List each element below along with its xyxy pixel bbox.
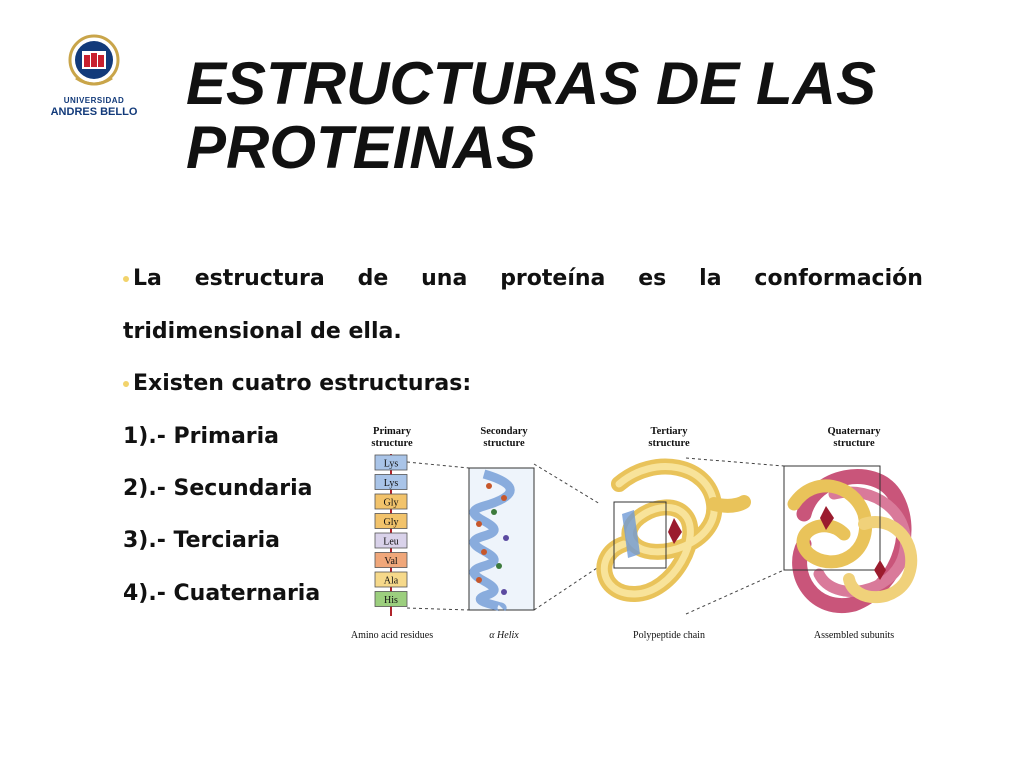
header-tertiary-line-1: Tertiary (651, 426, 689, 437)
header-quaternary-line-1: Quaternary (827, 426, 881, 437)
residue-label: Gly (384, 498, 399, 509)
paragraph-1-line-1: La estructura de una proteína es la conf… (123, 266, 923, 291)
header-primary-line-1: Primary (373, 426, 412, 437)
paragraph-1-word-text: La (133, 266, 162, 291)
university-logo: UNIVERSIDAD ANDRES BELLO (48, 34, 140, 124)
title-line-1: ESTRUCTURAS DE LAS (186, 50, 877, 117)
university-crest-icon (68, 34, 120, 86)
quaternary-highlight-box (783, 465, 881, 571)
residue-box (374, 591, 408, 607)
caption-polypeptide-chain: Polypeptide chain (633, 630, 705, 641)
caption-alpha-helix: α Helix (489, 630, 519, 641)
paragraph-2: Existen cuatro estructuras: (123, 371, 923, 396)
alpha-helix-ribbon (469, 469, 515, 613)
header-primary-line-2: structure (371, 438, 413, 449)
bullet-icon (123, 276, 129, 282)
residue-box (374, 532, 408, 549)
paragraph-1-word: es (638, 266, 667, 291)
residue-box (374, 474, 408, 490)
list-item: 4).- Cuaternaria (123, 581, 321, 606)
residue-box (374, 493, 408, 510)
quaternary-heme-icon (874, 560, 886, 580)
page-title: ESTRUCTURAS DE LAS PROTEINAS (186, 52, 966, 180)
paragraph-1-line-2: tridimensional de ella. (123, 319, 402, 344)
caption-amino-acid-residues: Amino acid residues (351, 630, 433, 641)
protein-structure-figure: Primary structure Secondary structure Te… (334, 414, 934, 650)
residue-label: Gly (384, 517, 399, 528)
connector-line (533, 565, 601, 611)
connector-line (685, 457, 785, 467)
header-secondary-line-2: structure (483, 438, 525, 449)
residue-label: Leu (383, 537, 399, 548)
tertiary-helix-segment (622, 510, 640, 558)
paragraph-1-word: estructura (194, 266, 325, 291)
residue-label: Lys (384, 459, 399, 470)
list-item: 2).- Secundaria (123, 476, 313, 501)
tertiary-fold (596, 458, 751, 603)
paragraph-2-text: Existen cuatro estructuras: (133, 371, 472, 396)
quaternary-heme-icon (820, 506, 834, 530)
connector-line (406, 607, 470, 611)
bullet-icon (123, 381, 129, 387)
helix-atoms (476, 483, 509, 595)
header-tertiary-line-2: structure (648, 438, 690, 449)
residue-box (374, 571, 408, 588)
list-item: 1).- Primaria (123, 424, 280, 449)
logo-text-andres-bello: ANDRES BELLO (50, 106, 138, 118)
residue-label: Ala (384, 576, 399, 587)
connector-line (685, 569, 785, 615)
residue-label: Lys (384, 478, 399, 489)
protein-structure-illustration: Primary structure Secondary structure Te… (351, 426, 918, 641)
caption-assembled-subunits: Assembled subunits (814, 630, 894, 641)
residue-label: His (384, 595, 398, 606)
residue-box (374, 552, 408, 568)
paragraph-1-word: una (421, 266, 468, 291)
tertiary-heme-icon (668, 518, 682, 544)
paragraph-1-word: la (699, 266, 722, 291)
logo-text-universidad: UNIVERSIDAD (63, 96, 125, 105)
tertiary-highlight-box (613, 501, 667, 569)
header-secondary-line-1: Secondary (480, 426, 528, 437)
connector-line (406, 461, 470, 469)
header-quaternary-line-2: structure (833, 438, 875, 449)
quaternary-assembly (787, 469, 918, 613)
residue-label: Val (384, 556, 398, 567)
connector-line (533, 463, 601, 505)
paragraph-1-word: La (123, 266, 162, 291)
residue-box (374, 513, 408, 529)
paragraph-1-word: proteína (500, 266, 606, 291)
title-line-2: PROTEINAS (186, 114, 537, 181)
list-item: 3).- Terciaria (123, 528, 281, 553)
paragraph-1-word: conformación (754, 266, 923, 291)
paragraph-1-word: de (357, 266, 389, 291)
